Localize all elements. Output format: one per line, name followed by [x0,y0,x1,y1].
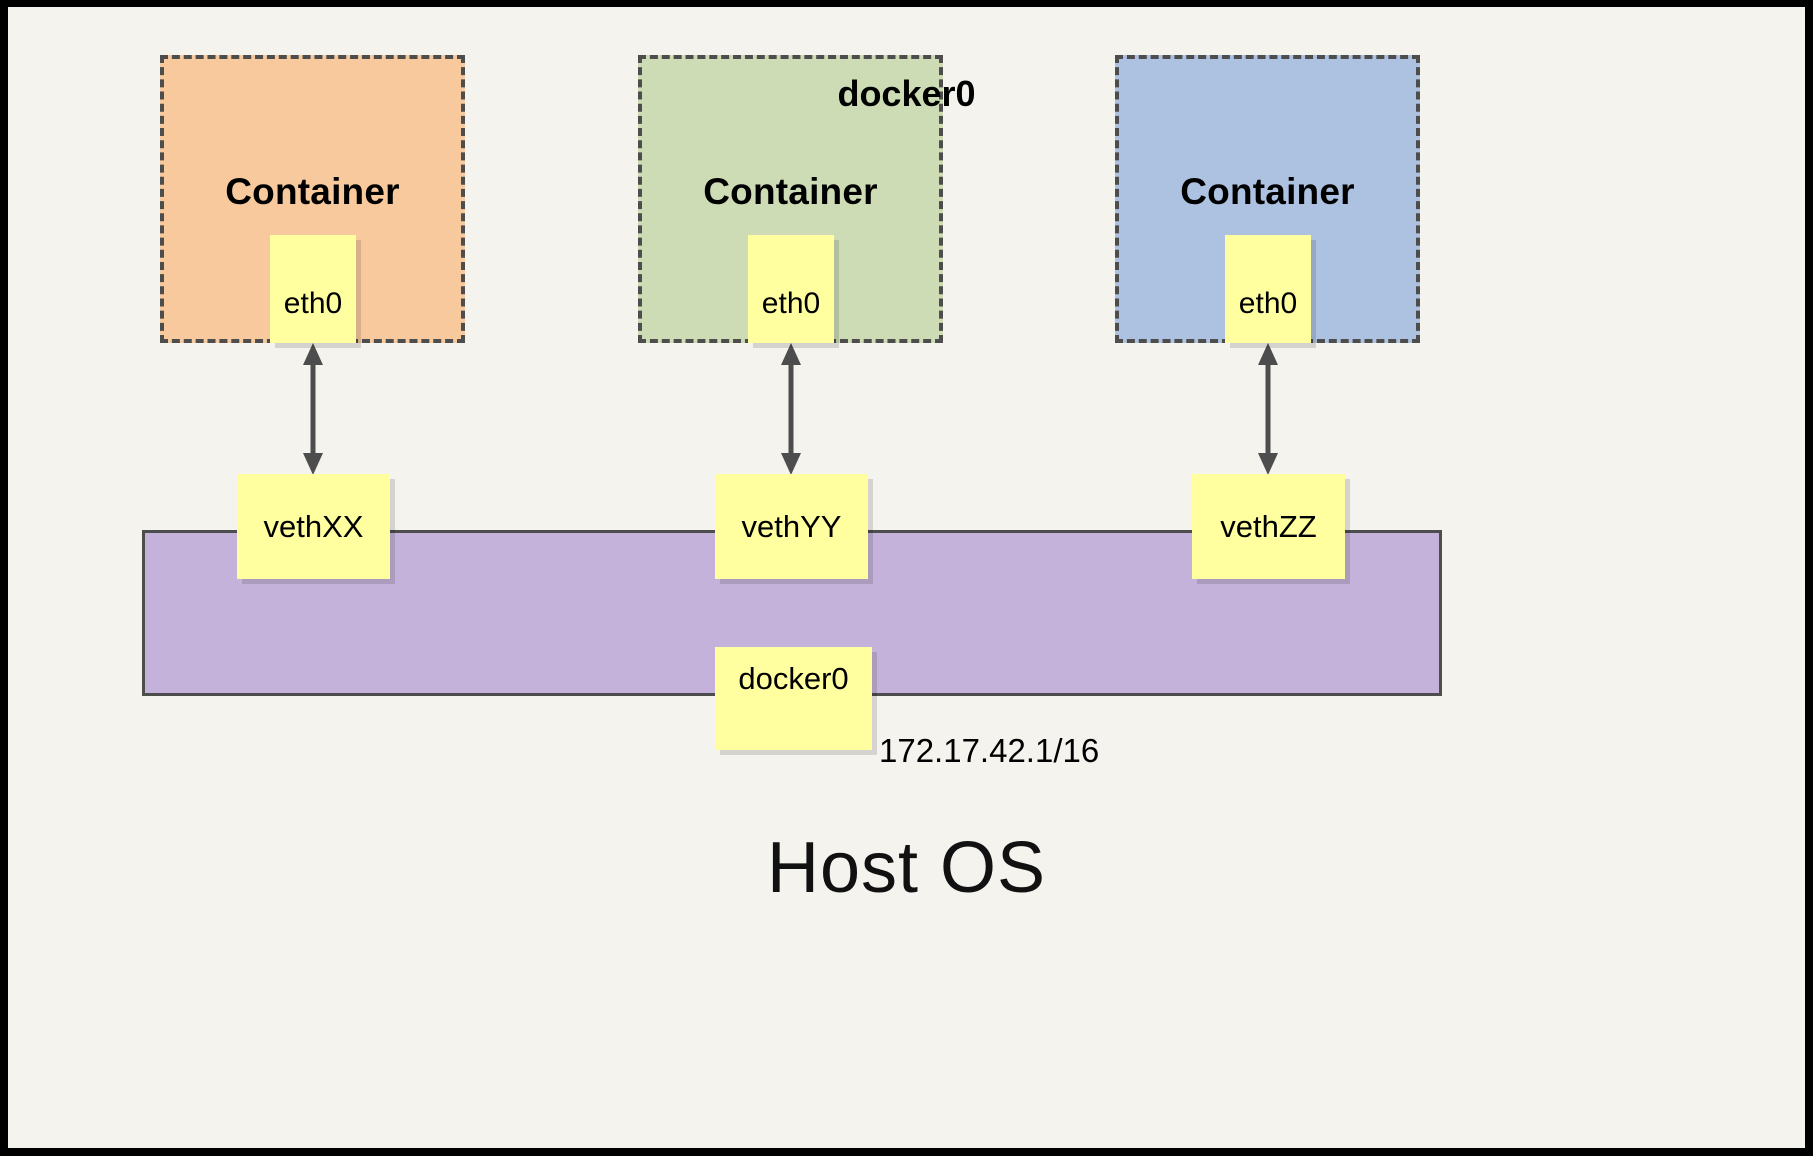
diagram-page: Container eth0 vethXX Container eth0 v [8,7,1805,1148]
container-2-eth0-box: eth0 [748,235,834,343]
container-2-eth0-label: eth0 [761,287,821,320]
vethxx-label: vethXX [263,508,364,544]
container-1-eth0-box: eth0 [270,235,356,343]
eth0-vethYY-arrow [781,343,801,475]
docker0-host-interface-label: docker0 [738,661,849,696]
vethyy-box: vethYY [715,474,868,579]
vethzz-label: vethZZ [1220,508,1317,544]
container-2-label: Container [703,171,878,212]
docker0-bridge-label: docker0 [837,73,976,114]
container-1-eth0-label: eth0 [283,287,343,320]
container-3: Container [1115,55,1420,343]
eth0-vethXX-arrow [303,343,323,475]
container-1-label: Container [225,171,400,212]
vethzz-box: vethZZ [1192,474,1345,579]
eth0-vethZZ-arrow [1258,343,1278,475]
vethxx-box: vethXX [237,474,390,579]
docker0-host-interface-box: docker0 [715,647,872,750]
container-3-eth0-label: eth0 [1238,287,1298,320]
docker0-ip-address: 172.17.42.1/16 [879,732,1100,769]
vethyy-label: vethYY [741,508,842,544]
container-3-eth0-box: eth0 [1225,235,1311,343]
host-os-label: Host OS [766,828,1047,908]
container-3-label: Container [1180,171,1355,212]
